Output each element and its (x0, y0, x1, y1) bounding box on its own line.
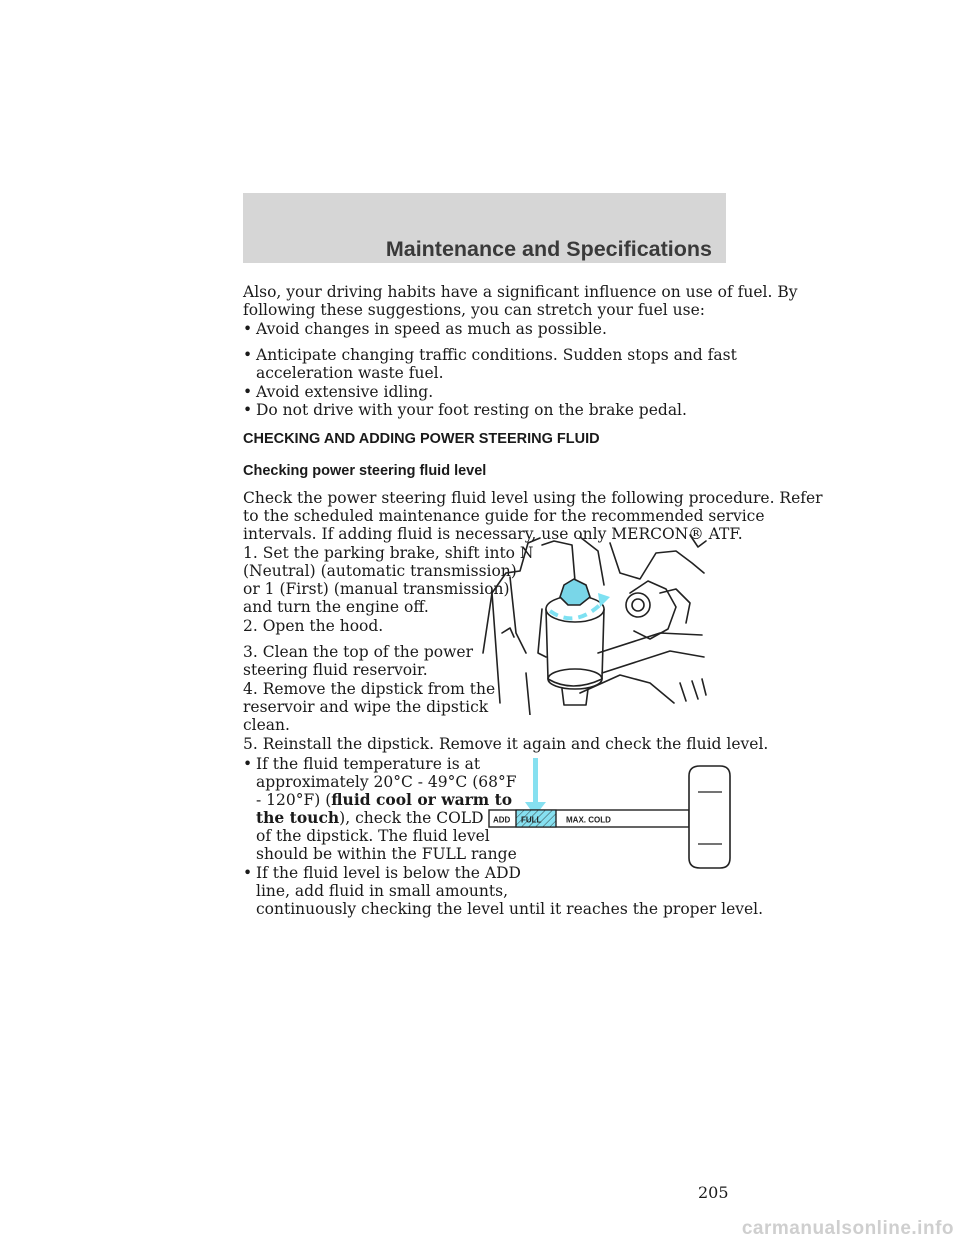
reservoir-illustration (482, 534, 707, 715)
bullet-marker: • (243, 864, 253, 882)
step-line: reservoir and wipe the dipstick (243, 698, 489, 716)
tip-item: Avoid changes in speed as much as possib… (256, 320, 607, 338)
step-line: (Neutral) (automatic transmission) (243, 562, 517, 580)
level-bullet-line: line, add fluid in small amounts, (256, 882, 509, 900)
step-line: steering fluid reservoir. (243, 661, 428, 679)
step-line: 3. Clean the top of the power (243, 643, 473, 661)
full-label: FULL (521, 816, 542, 825)
dipstick-handle (688, 765, 731, 869)
tip-item: Anticipate changing traffic conditions. … (256, 346, 737, 364)
section-header: Maintenance and Specifications (243, 193, 726, 263)
level-bullet-line: - 120°F) (fluid cool or warm to (256, 790, 513, 809)
procedure-intro-line: Check the power steering fluid level usi… (243, 489, 823, 507)
procedure-intro-line: to the scheduled maintenance guide for t… (243, 507, 765, 525)
level-bullet-line: approximately 20°C - 49°C (68°F (256, 773, 517, 791)
step-line: or 1 (First) (manual transmission) (243, 580, 510, 598)
level-bullet-line: continuously checking the level until it… (256, 900, 764, 918)
level-bullet-line: should be within the FULL range (256, 845, 517, 863)
level-bullet-line: If the fluid temperature is at (256, 755, 481, 773)
intro-line: Also, your driving habits have a signifi… (243, 283, 798, 301)
step-line: 1. Set the parking brake, shift into N (243, 544, 534, 562)
subheading: Checking power steering fluid level (243, 463, 487, 479)
max-cold-label: MAX. COLD (566, 816, 611, 825)
bullet-marker: • (243, 755, 253, 773)
bullet-marker: • (243, 346, 253, 364)
tip-item: Avoid extensive idling. (256, 383, 434, 401)
bullet-marker: • (243, 320, 253, 338)
level-bullet-line: of the dipstick. The fluid level (256, 827, 490, 845)
tip-item: acceleration waste fuel. (256, 364, 444, 382)
tip-item: Do not drive with your foot resting on t… (256, 401, 687, 419)
procedure-intro-line: intervals. If adding fluid is necessary,… (243, 525, 743, 543)
dipstick-illustration: ADD FULL MAX. COLD (488, 758, 731, 869)
step-line: and turn the engine off. (243, 598, 429, 616)
level-bullet-line: If the fluid level is below the ADD (256, 864, 521, 882)
step-line: clean. (243, 716, 290, 734)
step-line: 5. Reinstall the dipstick. Remove it aga… (243, 735, 769, 753)
intro-line: following these suggestions, you can str… (243, 301, 705, 319)
step-line: 2. Open the hood. (243, 617, 384, 635)
add-label: ADD (493, 816, 511, 825)
section-title: Maintenance and Specifications (385, 237, 712, 261)
watermark-text: carmanualsonline.info (741, 1218, 954, 1239)
bullet-marker: • (243, 401, 253, 419)
step-line: 4. Remove the dipstick from the (243, 680, 496, 698)
pointer-arrow (533, 758, 538, 804)
page-number: 205 (698, 1183, 729, 1202)
level-bullet-line: the touch), check the COLD side (256, 808, 521, 827)
section-heading: CHECKING AND ADDING POWER STEERING FLUID (243, 431, 600, 447)
bullet-marker: • (243, 383, 253, 401)
